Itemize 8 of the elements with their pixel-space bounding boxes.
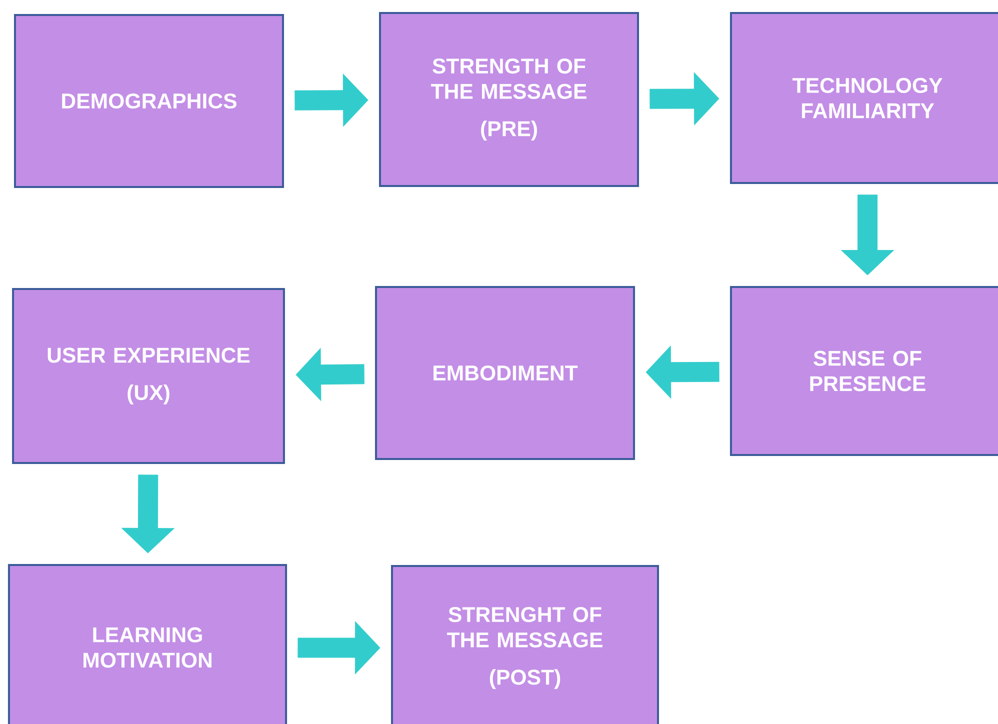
process-box: USER EXPERIENCE (UX) [12,288,285,464]
process-box: LEARNING MOTIVATION [8,564,288,724]
process-box: EMBODIMENT [375,286,635,460]
process-box: TECHNOLOGY FAMILIARITY [730,12,998,184]
process-box: STRENGTH OF THE MESSAGE (PRE) [379,12,639,188]
process-box: DEMOGRAPHICS [14,14,284,188]
process-box: SENSE OF PRESENCE [730,286,998,456]
process-box: STRENGHT OF THE MESSAGE (POST) [391,565,660,724]
